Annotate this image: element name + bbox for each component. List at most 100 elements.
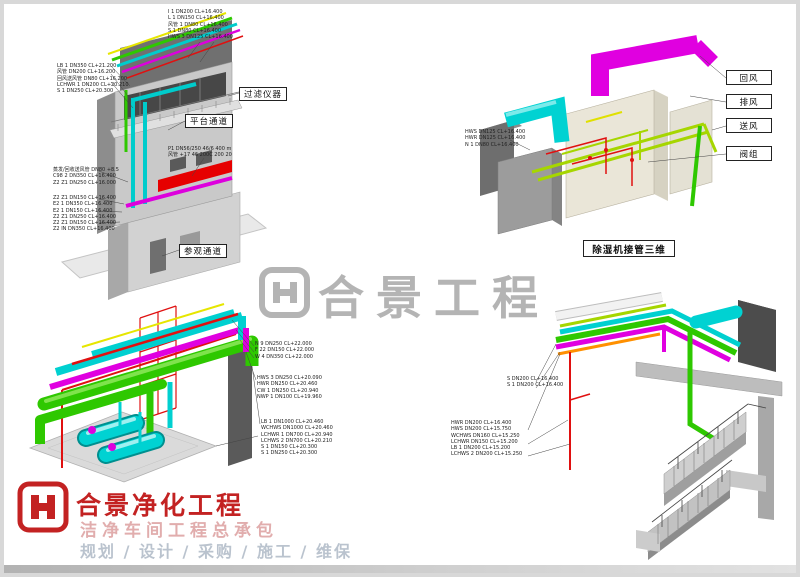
bottom-edge-strip — [0, 565, 800, 577]
brand-services: 规划 / 设计 / 采购 / 施工 / 维保 — [80, 542, 352, 561]
cyan-duct — [689, 305, 743, 329]
cyan-pipe — [54, 312, 244, 376]
pipe-label: LCHWR 1 DN700 CL+20.940 — [261, 431, 333, 438]
pipe-label: N 9 DN250 CL+22.000 — [255, 341, 312, 347]
pipe-label: Z2 Z1 DN150 CL+16.400 — [53, 195, 117, 201]
pipe-label: P1 DN56/250 46/6 400 m — [168, 146, 232, 152]
dehumidifier-caption: 除湿机接管三维 — [583, 240, 675, 257]
pipe-label: 风管 DN200 CL+16.200 — [57, 69, 116, 76]
pipe-label: HWS DN125 CL+16.400 — [465, 129, 526, 135]
cyan-duct — [504, 96, 570, 143]
callout-exhaust-air: 排风 — [726, 94, 772, 109]
pipe-label: LCHWS 2 DN700 CL+20.210 — [261, 437, 333, 444]
cyan-pipe — [559, 308, 742, 348]
pipe-label: WCHWS DN160 CL+15.250 — [451, 432, 520, 439]
pipe-label: L 1 DN150 CL+16.400 — [168, 15, 224, 22]
pipe-label: E2 1 DN150 CL+16.400 — [53, 207, 113, 214]
callout-visitor-walkway: 参观通道 — [179, 244, 227, 258]
yellow-pipe — [107, 12, 227, 55]
green-main — [35, 379, 167, 425]
pipe-label: S DN200 CL+16.400 — [507, 376, 559, 382]
green-pipe — [111, 16, 233, 62]
yellow-pipe — [585, 111, 623, 123]
pipe-label: HWS 3 DN125 CL+16.400 — [168, 34, 233, 41]
magenta-pipe — [121, 28, 241, 74]
magenta-pipe — [49, 325, 247, 390]
watermark-text: 合景工程 — [318, 271, 550, 325]
magenta-duct — [591, 35, 700, 96]
pipe-label: S 1 DN200 CL+16.400 — [507, 382, 564, 389]
brand-name: 合景净化工程 — [76, 491, 245, 520]
green-pipe — [555, 315, 738, 356]
pump — [108, 443, 116, 451]
pipe-label: LCHWR 1 DN200 CL+20.210 — [57, 81, 129, 88]
pipe-label: I 1 DN200 CL+16.400 — [168, 9, 223, 15]
stair-railings — [651, 403, 767, 527]
pipe-label: HWR DN250 CL+20.460 — [257, 381, 318, 388]
pipe-label: LB 1 DN200 CL+15.200 — [451, 445, 511, 452]
pipe-label: Z2 IN DN350 CL+16.400 — [53, 226, 115, 233]
callout-platform-walkway: 平台通道 — [185, 114, 233, 128]
pipe-label: F 22 DN150 CL+22.000 — [255, 347, 315, 354]
cyan-pipe — [116, 22, 238, 68]
magenta-pipe — [555, 324, 732, 363]
leader-lines — [215, 319, 261, 447]
staircase-view-illustration — [527, 292, 783, 560]
watermark-logo-icon — [259, 267, 310, 318]
brand-logo-icon — [17, 481, 69, 533]
pipe-label: Z2 Z1 DN250 CL+16.400 — [53, 213, 117, 220]
pipe-label: HWS DN200 CL+15.750 — [451, 426, 512, 433]
chartreuse-pipe — [559, 303, 667, 328]
callout-valve-group: 阀组 — [726, 146, 772, 161]
plantroom-view-illustration — [28, 303, 261, 483]
valve — [604, 148, 608, 152]
leader-lines — [509, 55, 727, 163]
pipe-label: HWR DN200 CL+16.400 — [451, 420, 512, 426]
pipe-label: LB 1 DN1000 CL+20.460 — [261, 419, 324, 425]
red-pipe — [126, 35, 244, 79]
cyan-pipe — [91, 309, 235, 357]
pipe-label: 风管 +17 46 200C 200 20 — [168, 152, 232, 159]
red-pipe — [61, 361, 151, 391]
pipe-label: W 4 DN350 CL+22.000 — [255, 353, 313, 360]
pipe-label: 蒸发/回收送风管 DN80 +8.5 — [53, 167, 119, 173]
valve — [630, 158, 634, 162]
pipe-label: LCHWS 2 DN200 CL+15.250 — [451, 451, 523, 458]
magenta-pipe — [125, 176, 233, 208]
pipe-label: 回风送风管 DN80 CL+16.200 — [57, 75, 128, 82]
pipe-label: HWR DN125 CL+16.400 — [465, 135, 526, 142]
red-duct — [158, 160, 232, 192]
pipe-label: E2 1 DN350 CL+16.400 — [53, 201, 113, 208]
pipe-label: LCHWR DN150 CL+15.200 — [451, 438, 518, 445]
leader-lines — [527, 343, 571, 457]
pipe-label: CW 1 DN250 CL+20.940 — [257, 387, 319, 394]
red-pipe — [71, 312, 239, 366]
pump — [88, 426, 96, 434]
stair-landing — [726, 470, 766, 492]
green-pipe — [690, 125, 702, 207]
pipe-label: HWS 3 DN250 CL+20.090 — [257, 375, 322, 381]
callout-filter-device: 过滤仪器 — [239, 87, 287, 101]
stair-flight-upper — [663, 411, 747, 495]
callout-supply-air: 送风 — [726, 118, 772, 133]
dehumidifier-view-illustration — [480, 35, 727, 235]
pipe-label: Z2 Z1 DN250 CL+16.000 — [53, 179, 117, 186]
red-pipe — [545, 137, 607, 174]
pipe-label: WCHWS DN1000 CL+20.460 — [261, 425, 333, 432]
pipe-label: S 1 DN150 CL+20.300 — [261, 444, 318, 451]
pipe-label: S 1 DN250 CL+20.300 — [57, 88, 114, 95]
green-main — [37, 335, 259, 411]
brand-tagline: 洁净车间工程总承包 — [80, 521, 278, 541]
pipe-label: 风管 1 DN80 CL+16.400 — [168, 21, 228, 28]
pipe-label: C98 2 DN350 CL+16.400 — [53, 173, 116, 180]
door — [150, 238, 166, 274]
building-view-illustration — [60, 12, 268, 300]
